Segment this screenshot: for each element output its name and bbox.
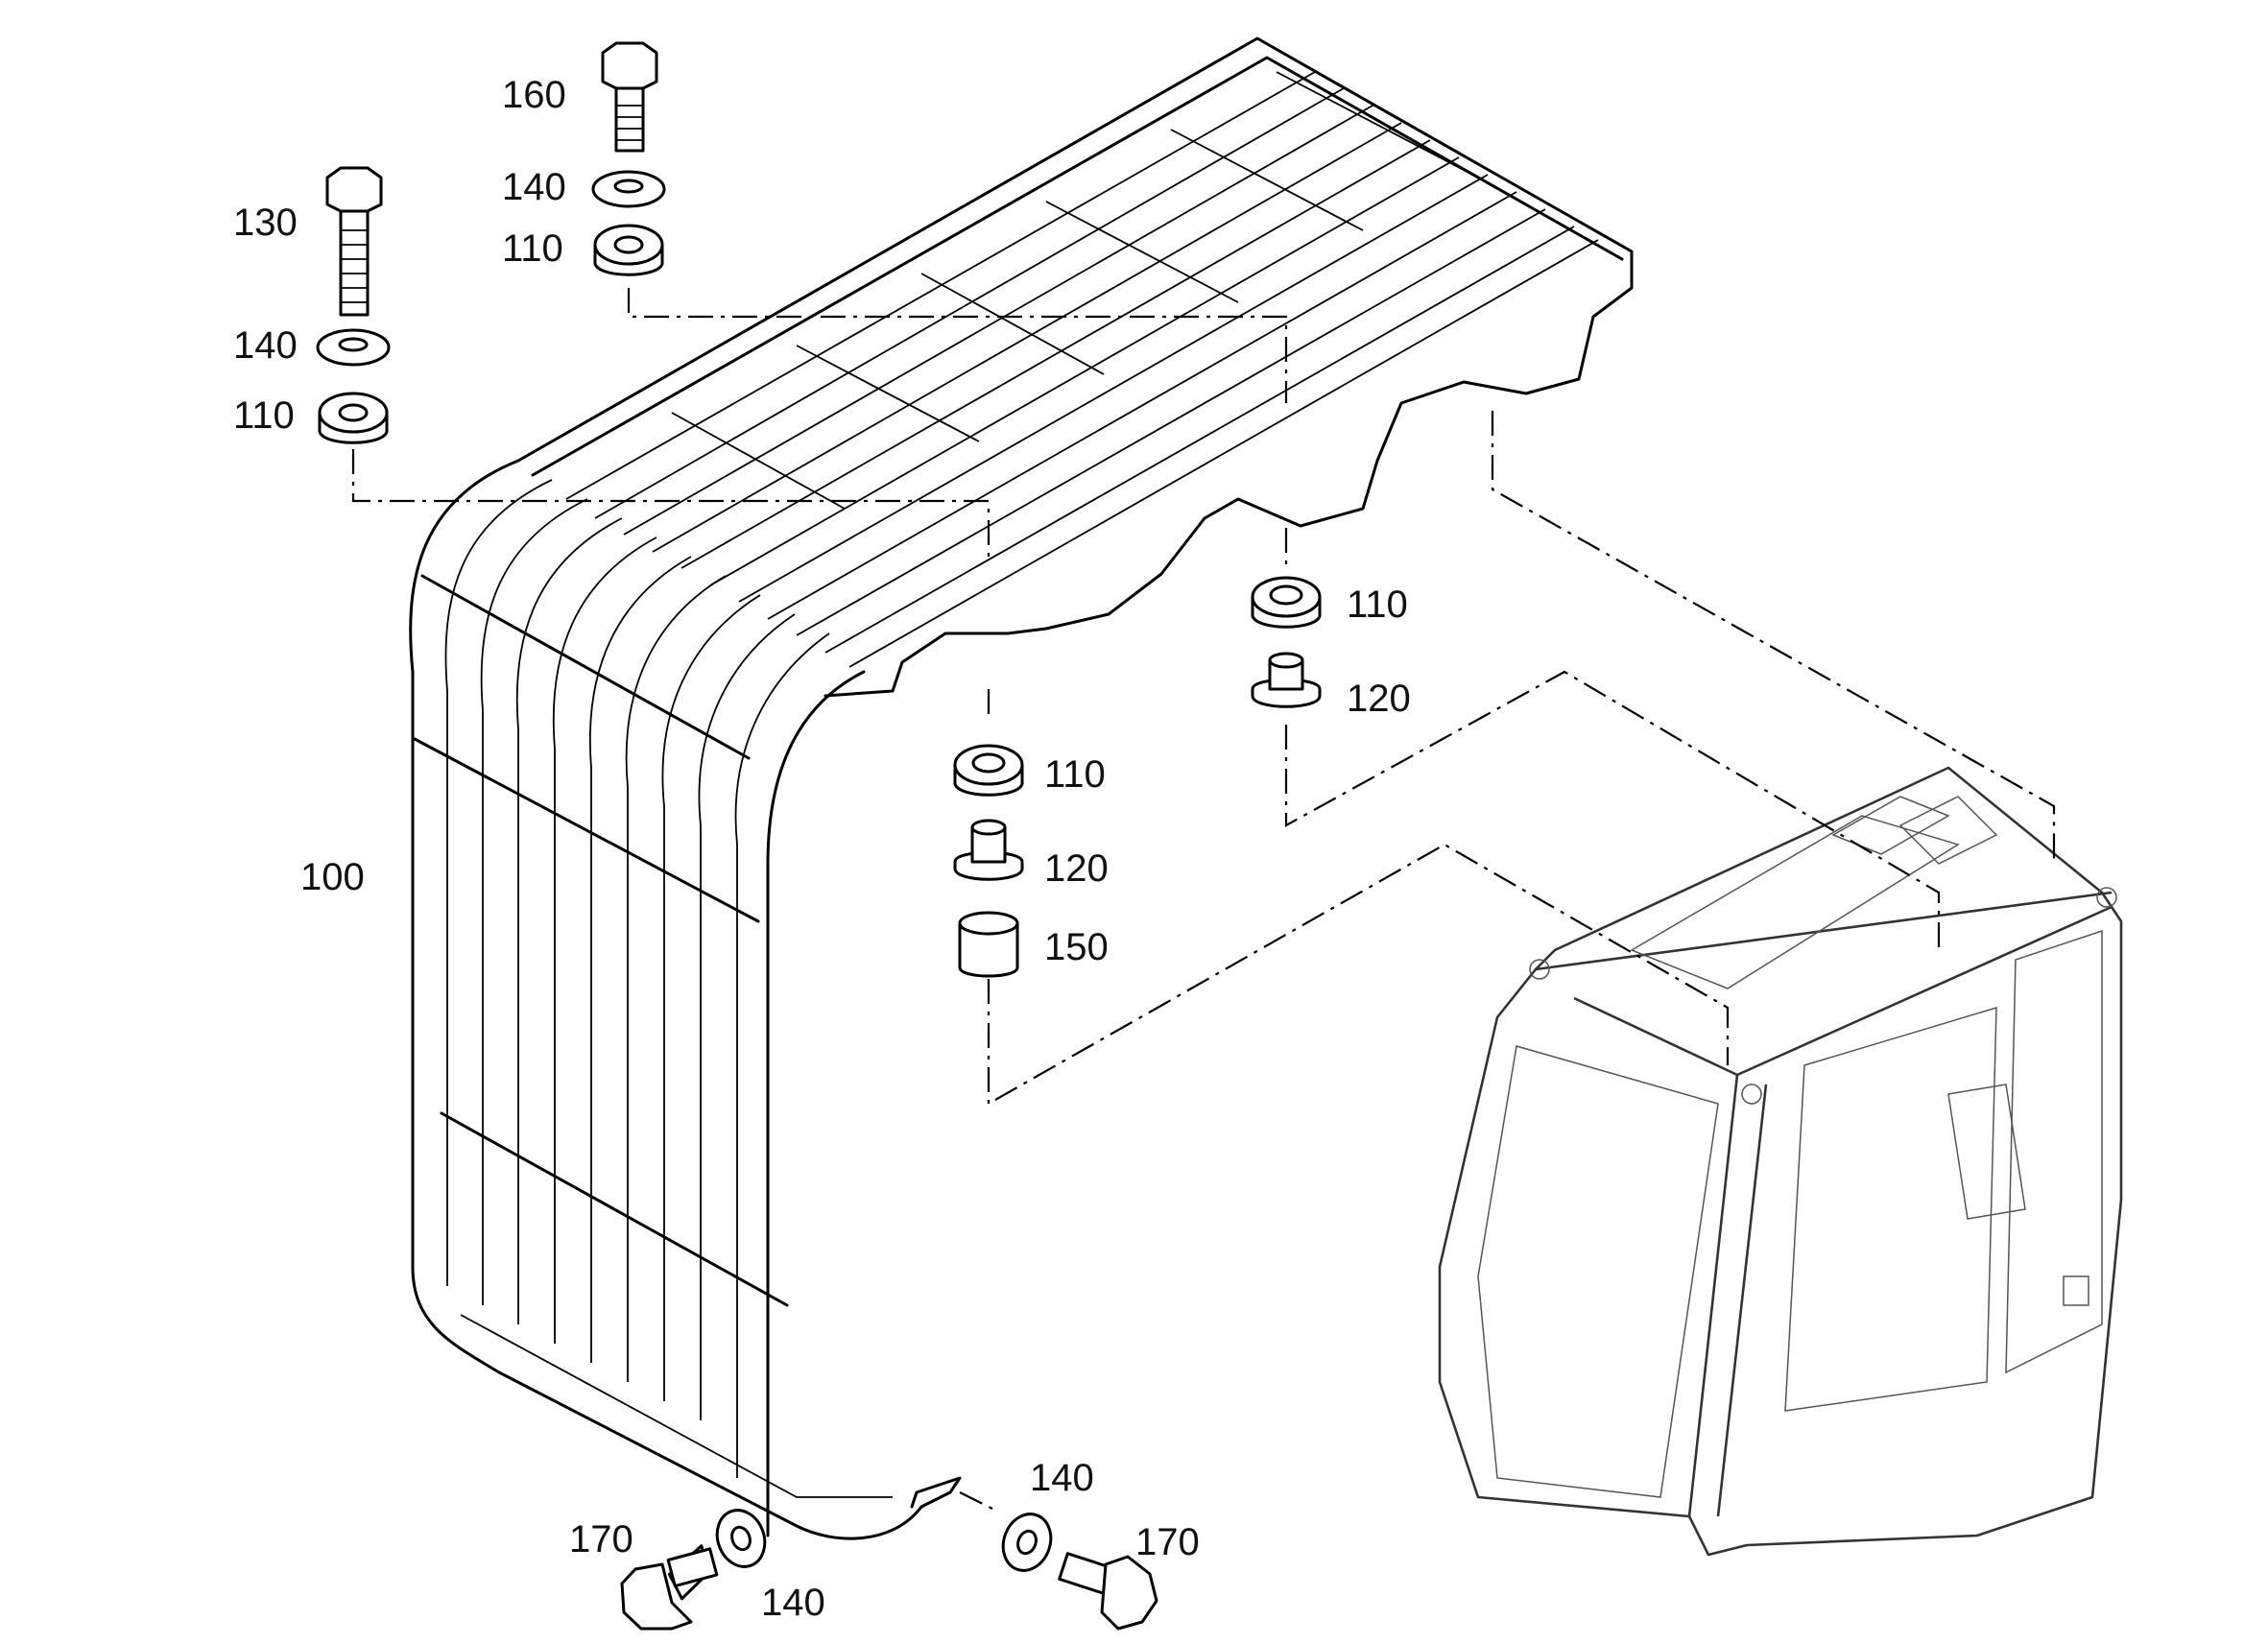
callout-170: 170 [1135,1521,1200,1563]
operator-cab [1438,766,2123,1557]
callout-120: 120 [1044,847,1109,890]
bolt-170-icon [1058,1552,1158,1631]
callout-100: 100 [300,856,365,898]
callout-130: 130 [233,202,298,244]
callout-170: 170 [569,1518,633,1561]
callout-110: 110 [1347,584,1408,626]
callout-110: 110 [502,227,563,270]
spacer-150-icon [958,911,1019,978]
callout-labels: 160 140 110 130 140 110 110 120 110 120 … [233,74,1411,1624]
rubber-mount-110-icon [318,392,389,444]
callout-140: 140 [233,324,298,367]
callout-110: 110 [1044,753,1106,796]
washer-140-icon [1001,1513,1053,1572]
callout-140: 140 [1030,1457,1094,1499]
callout-120: 120 [1347,678,1411,720]
bushing-120-icon [1251,652,1322,708]
bolt-160-icon [601,41,658,153]
falling-object-guard [409,36,1634,1540]
callout-110: 110 [233,394,295,437]
washer-140-icon [715,1509,767,1568]
washer-140-icon [316,328,391,367]
rubber-mount-110-icon [593,224,664,276]
assembly-lines [351,288,2056,1513]
callout-150: 150 [1044,926,1109,968]
washer-140-icon [591,170,666,208]
rubber-mount-110-icon [1251,576,1322,629]
bolt-170-icon [620,1544,719,1631]
callout-160: 160 [502,74,566,116]
callout-140: 140 [761,1582,825,1624]
rubber-mount-110-icon [953,744,1024,797]
callout-140: 140 [502,166,566,208]
bushing-120-icon [953,819,1024,881]
bolt-130-icon [325,166,383,317]
